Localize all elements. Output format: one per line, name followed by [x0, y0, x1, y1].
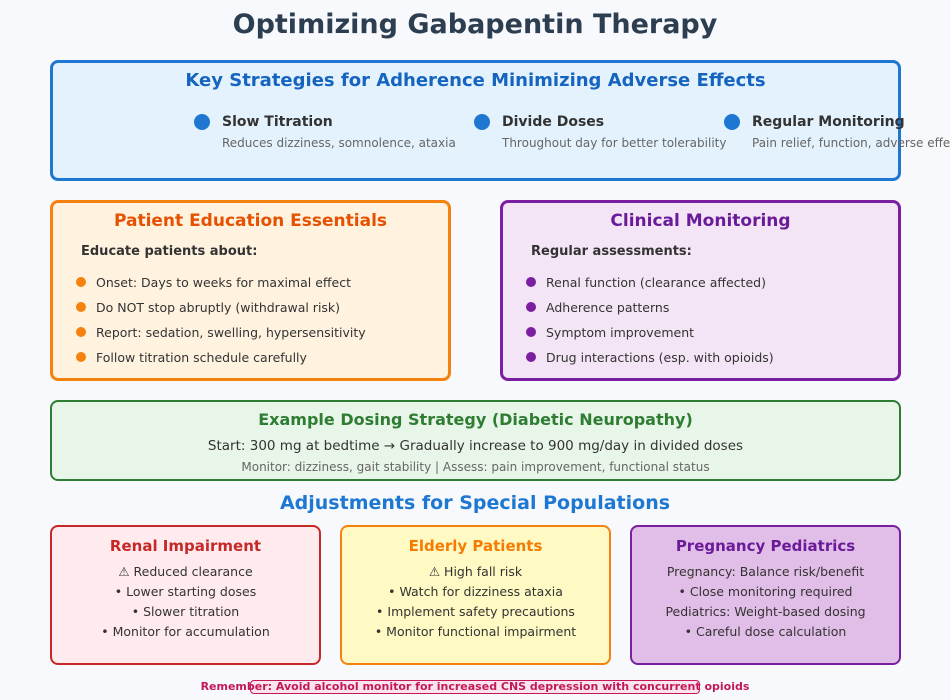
dosing-strategy-text: Start: 300 mg at bedtime → Gradually inc… — [207, 438, 744, 454]
reminder-text: Remember: Avoid alcohol monitor for incr… — [200, 680, 750, 693]
dosing-strategy-note: Monitor: dizziness, gait stability | Ass… — [241, 460, 710, 474]
patient-education-list: Onset: Days to weeks for maximal effect … — [76, 275, 366, 375]
clinical-monitoring-subheading: Regular assessments: — [531, 244, 692, 259]
list-item: Symptom improvement — [526, 325, 774, 350]
bullet-dot-icon — [526, 352, 536, 362]
renal-impairment-card: Renal Impairment ⚠ Reduced clearance • L… — [50, 525, 321, 665]
strategy-description: Reduces dizziness, somnolence, ataxia — [222, 136, 456, 150]
bullet-dot-icon — [526, 302, 536, 312]
card-heading: Pregnancy Pediatrics — [675, 537, 856, 555]
bullet-dot-icon — [76, 277, 86, 287]
key-strategies-panel: Key Strategies for Adherence Minimizing … — [50, 60, 950, 181]
list-item: Follow titration schedule carefully — [76, 350, 366, 375]
list-item: • Monitor functional impairment — [374, 624, 577, 639]
dosing-strategy-panel: Example Dosing Strategy (Diabetic Neurop… — [50, 400, 901, 481]
list-item: Adherence patterns — [526, 300, 774, 325]
card-list: ⚠ High fall risk • Watch for dizziness a… — [342, 564, 609, 644]
bullet-dot-icon — [474, 114, 490, 130]
list-item: • Implement safety precautions — [376, 604, 575, 619]
list-item: ⚠ High fall risk — [428, 564, 523, 579]
clinical-monitoring-heading: Clinical Monitoring — [610, 211, 791, 231]
clinical-monitoring-list: Renal function (clearance affected) Adhe… — [526, 275, 774, 375]
reminder-box — [250, 680, 700, 694]
elderly-patients-card: Elderly Patients ⚠ High fall risk • Watc… — [340, 525, 611, 665]
card-heading: Elderly Patients — [408, 537, 543, 555]
special-populations-heading: Adjustments for Special Populations — [279, 492, 671, 514]
strategy-description: Throughout day for better tolerability — [502, 136, 727, 150]
list-item: Pediatrics: Weight-based dosing — [665, 604, 866, 619]
bullet-dot-icon — [194, 114, 210, 130]
list-item: Renal function (clearance affected) — [526, 275, 774, 300]
strategy-title: Slow Titration — [222, 114, 333, 130]
list-item: Report: sedation, swelling, hypersensiti… — [76, 325, 366, 350]
list-item: Onset: Days to weeks for maximal effect — [76, 275, 366, 300]
strategy-description: Pain relief, function, adverse effects — [752, 136, 950, 150]
pregnancy-pediatrics-card: Pregnancy Pediatrics Pregnancy: Balance … — [630, 525, 901, 665]
list-item: Do NOT stop abruptly (withdrawal risk) — [76, 300, 366, 325]
bullet-dot-icon — [76, 302, 86, 312]
key-strategies-heading: Key Strategies for Adherence Minimizing … — [185, 70, 766, 91]
dosing-strategy-heading: Example Dosing Strategy (Diabetic Neurop… — [258, 410, 693, 429]
list-item: • Lower starting doses — [114, 584, 257, 599]
card-list: ⚠ Reduced clearance • Lower starting dos… — [52, 564, 319, 644]
bullet-dot-icon — [526, 327, 536, 337]
list-item: • Careful dose calculation — [684, 624, 847, 639]
page-title: Optimizing Gabapentin Therapy — [232, 9, 718, 40]
list-item: • Watch for dizziness ataxia — [388, 584, 563, 599]
patient-education-heading: Patient Education Essentials — [113, 211, 388, 231]
patient-education-panel: Patient Education Essentials Educate pat… — [50, 200, 451, 381]
strategy-title: Divide Doses — [502, 114, 605, 130]
list-item: • Close monitoring required — [678, 584, 853, 599]
bullet-dot-icon — [76, 327, 86, 337]
list-item: Drug interactions (esp. with opioids) — [526, 350, 774, 375]
card-list: Pregnancy: Balance risk/benefit • Close … — [632, 564, 899, 644]
patient-education-subheading: Educate patients about: — [81, 244, 258, 259]
card-heading: Renal Impairment — [109, 537, 262, 555]
list-item: Pregnancy: Balance risk/benefit — [666, 564, 865, 579]
strategy-title: Regular Monitoring — [752, 114, 905, 130]
list-item: ⚠ Reduced clearance — [118, 564, 253, 579]
list-item: • Monitor for accumulation — [101, 624, 270, 639]
bullet-dot-icon — [526, 277, 536, 287]
list-item: • Slower titration — [131, 604, 240, 619]
bullet-dot-icon — [724, 114, 740, 130]
bullet-dot-icon — [76, 352, 86, 362]
clinical-monitoring-panel: Clinical Monitoring Regular assessments:… — [500, 200, 901, 381]
